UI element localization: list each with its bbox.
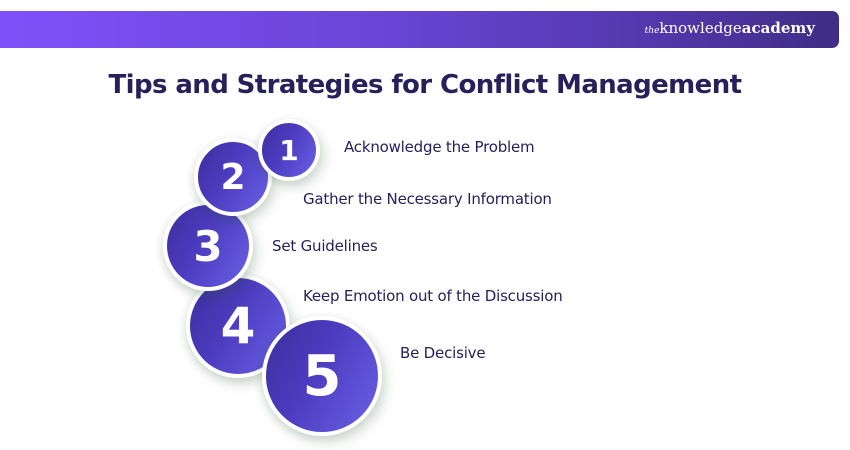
- logo-main: knowledge: [659, 19, 742, 37]
- header-banner: theknowledgeacademy: [0, 11, 839, 48]
- step-1-label: Acknowledge the Problem: [344, 138, 535, 156]
- step-5-badge: 5: [262, 316, 382, 436]
- step-4-label: Keep Emotion out of the Discussion: [303, 287, 563, 305]
- step-5-label: Be Decisive: [400, 344, 486, 362]
- step-3-label: Set Guidelines: [272, 237, 378, 255]
- logo-prefix: the: [644, 26, 660, 36]
- step-2-label: Gather the Necessary Information: [303, 190, 552, 208]
- step-3-badge: 3: [163, 201, 253, 291]
- logo-bold: academy: [741, 19, 815, 37]
- step-1-badge: 1: [258, 119, 320, 181]
- page-title: Tips and Strategies for Conflict Managem…: [108, 70, 742, 100]
- brand-logo[interactable]: theknowledgeacademy: [645, 19, 815, 37]
